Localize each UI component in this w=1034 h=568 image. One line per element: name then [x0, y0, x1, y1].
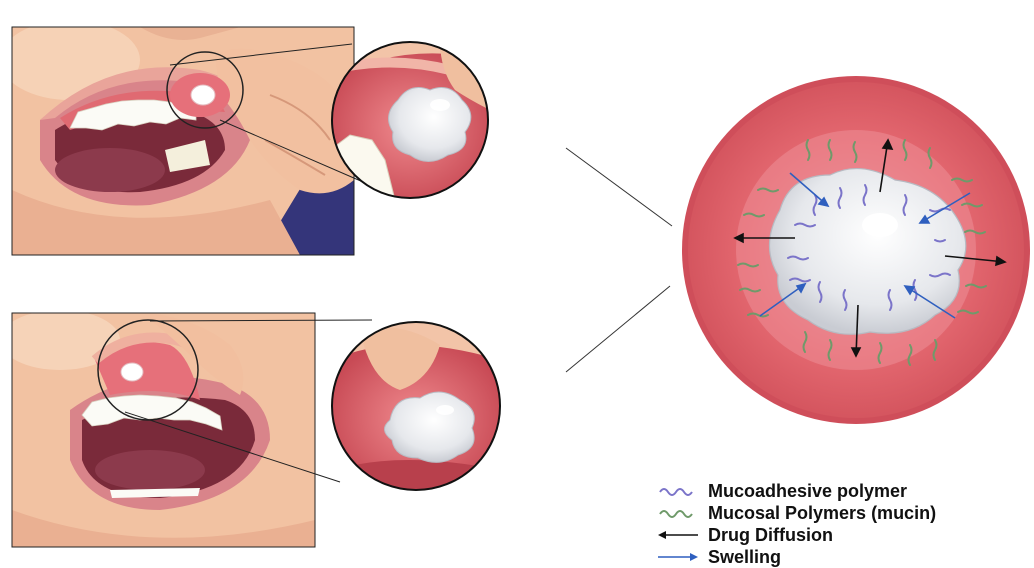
left-arrow-icon: [656, 528, 700, 542]
legend: Mucoadhesive polymer Mucosal Polymers (m…: [656, 480, 1026, 568]
bottom-zoom-circle: [330, 320, 502, 492]
legend-item-mucoadhesive-polymer: Mucoadhesive polymer: [656, 480, 1026, 502]
legend-label: Drug Diffusion: [708, 525, 833, 546]
mucoadhesion-detail-circle: [682, 76, 1030, 424]
legend-item-mucosal-polymers: Mucosal Polymers (mucin): [656, 502, 1026, 524]
bottom-face-panel: [0, 310, 315, 547]
right-arrow-icon: [656, 550, 700, 564]
wavy-line-icon: [656, 484, 700, 498]
legend-item-swelling: Swelling: [656, 546, 1026, 568]
legend-label: Mucosal Polymers (mucin): [708, 503, 936, 524]
legend-item-drug-diffusion: Drug Diffusion: [656, 524, 1026, 546]
legend-label: Swelling: [708, 547, 781, 568]
legend-label: Mucoadhesive polymer: [708, 481, 907, 502]
top-face-panel: [0, 20, 354, 255]
wavy-line-icon: [656, 506, 700, 520]
